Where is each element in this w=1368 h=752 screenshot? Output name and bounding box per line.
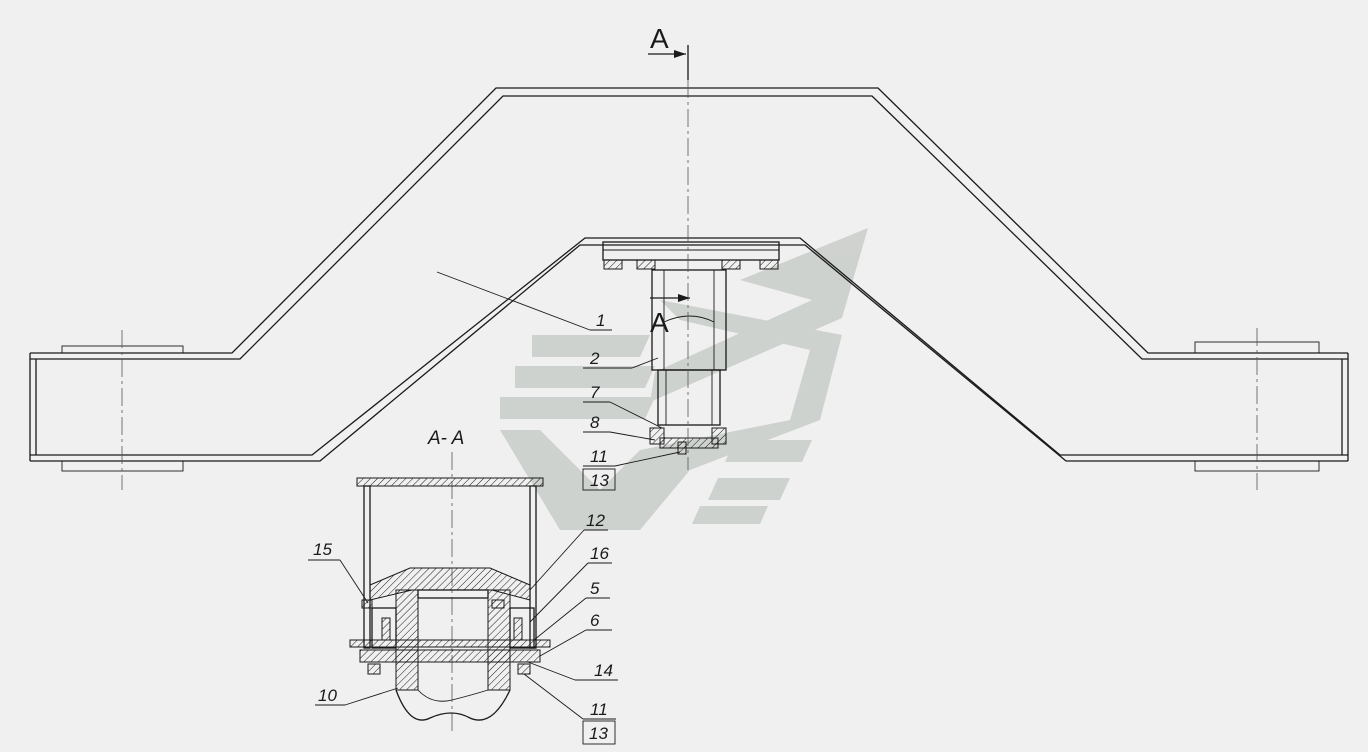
section-mark-side: A <box>650 294 690 338</box>
section-mark-top-label: A <box>650 23 669 54</box>
callout-5: 5 <box>590 579 600 598</box>
callout-16: 16 <box>590 544 609 563</box>
section-mark-top: A <box>648 23 689 470</box>
central-assembly <box>602 241 780 455</box>
callouts-top: 1 2 7 8 11 13 <box>436 271 681 491</box>
watermark-logo <box>500 228 868 530</box>
section-view-title: A- A <box>427 428 464 449</box>
callout-11a: 11 <box>590 447 608 466</box>
callout-2: 2 <box>589 349 600 368</box>
callout-1: 1 <box>596 311 605 330</box>
callout-15: 15 <box>313 540 332 559</box>
section-view: A- A <box>349 428 551 735</box>
callouts-section: 15 12 16 5 6 14 10 11 13 <box>308 511 618 745</box>
callout-7: 7 <box>590 383 600 402</box>
section-mark-side-label: A <box>650 307 669 338</box>
callout-10: 10 <box>318 686 337 705</box>
callout-13a: 13 <box>590 471 609 490</box>
callout-11b: 11 <box>590 700 608 719</box>
callout-13b: 13 <box>589 724 608 743</box>
callout-6: 6 <box>590 611 600 630</box>
frame <box>29 87 1349 490</box>
callout-14: 14 <box>594 661 613 680</box>
callout-8: 8 <box>590 413 600 432</box>
callout-12: 12 <box>586 511 605 530</box>
